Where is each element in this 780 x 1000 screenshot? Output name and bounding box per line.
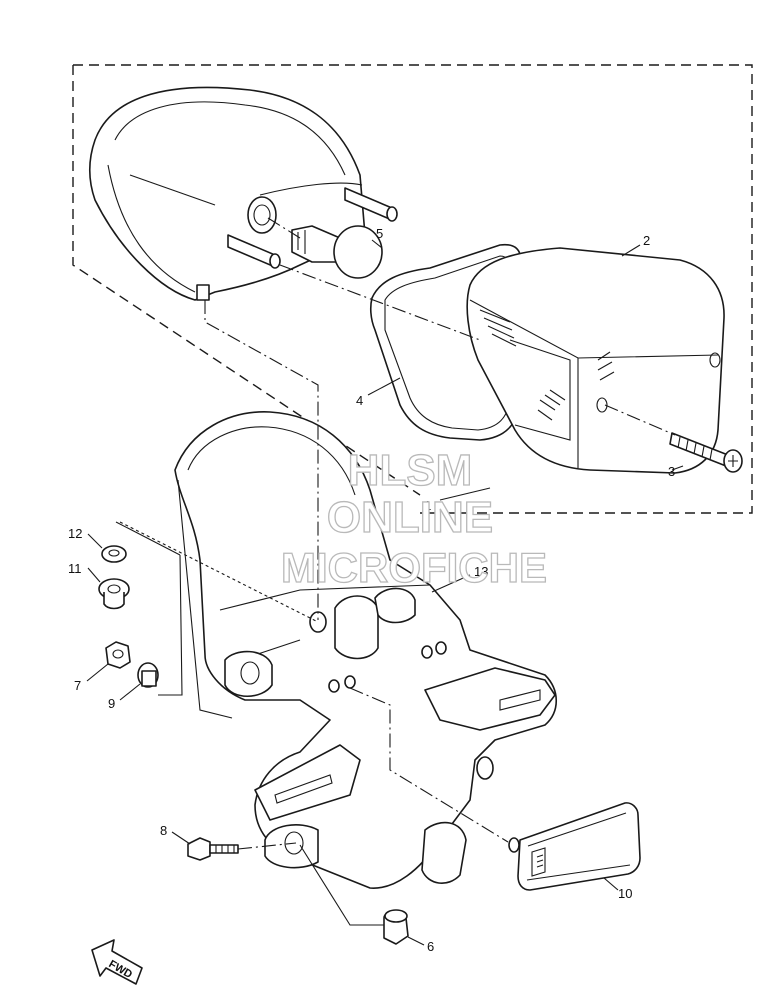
leader-6 xyxy=(407,936,425,946)
leader-12 xyxy=(87,533,103,549)
centerline-reflector xyxy=(349,687,509,843)
watermark-line-1: HLSM xyxy=(348,446,473,495)
lens-screw xyxy=(669,432,743,473)
leader-8 xyxy=(171,831,191,845)
leader-13 xyxy=(431,574,471,593)
leader-7 xyxy=(86,663,109,682)
leader-11 xyxy=(87,567,101,583)
leader-5 xyxy=(371,239,383,249)
callout-8: 8 xyxy=(160,823,167,838)
callout-7: 7 xyxy=(74,678,81,693)
callout-4: 4 xyxy=(356,393,363,408)
leader-3 xyxy=(671,465,684,471)
callout-12: 12 xyxy=(68,526,82,541)
centerline-lens-screw xyxy=(604,404,676,436)
leader-nut-6 xyxy=(299,844,384,926)
grommet-11 xyxy=(98,578,130,610)
centerline-bulb xyxy=(267,217,301,239)
callout-5: 5 xyxy=(376,226,383,241)
leader-hardware-stack xyxy=(115,521,183,696)
watermark: HLSM ONLINE MICROFICHE xyxy=(280,445,547,591)
callout-2: 2 xyxy=(643,233,650,248)
collar-9 xyxy=(137,662,159,688)
centerline-bolt xyxy=(237,842,297,850)
washer-12 xyxy=(101,545,127,563)
callout-11: 11 xyxy=(68,561,82,576)
fwd-arrow: FWD xyxy=(91,939,143,985)
callout-1: 1 xyxy=(424,498,431,513)
callout-9: 9 xyxy=(108,696,115,711)
nut-7 xyxy=(105,641,131,669)
nut-6 xyxy=(383,909,409,945)
leader-9 xyxy=(119,683,141,701)
callout-6: 6 xyxy=(427,939,434,954)
leader-1 xyxy=(439,487,491,501)
callout-13: 13 xyxy=(474,564,488,579)
watermark-line-3: MICROFICHE xyxy=(281,544,547,591)
callout-3: 3 xyxy=(668,464,675,479)
taillight-bracket xyxy=(174,411,558,889)
assembly-boundary xyxy=(72,64,753,514)
leader-2 xyxy=(621,244,641,257)
callout-10: 10 xyxy=(618,886,632,901)
watermark-line-2: ONLINE xyxy=(327,493,493,542)
rear-reflector xyxy=(508,802,641,891)
bolt-8 xyxy=(187,837,239,861)
leader-10 xyxy=(603,877,619,891)
bulb xyxy=(291,225,383,279)
centerline-housing-lens xyxy=(279,264,481,341)
centerline-housing-bracket xyxy=(204,300,319,620)
leader-hardware-dotted xyxy=(119,521,319,623)
leader-4 xyxy=(367,377,401,396)
